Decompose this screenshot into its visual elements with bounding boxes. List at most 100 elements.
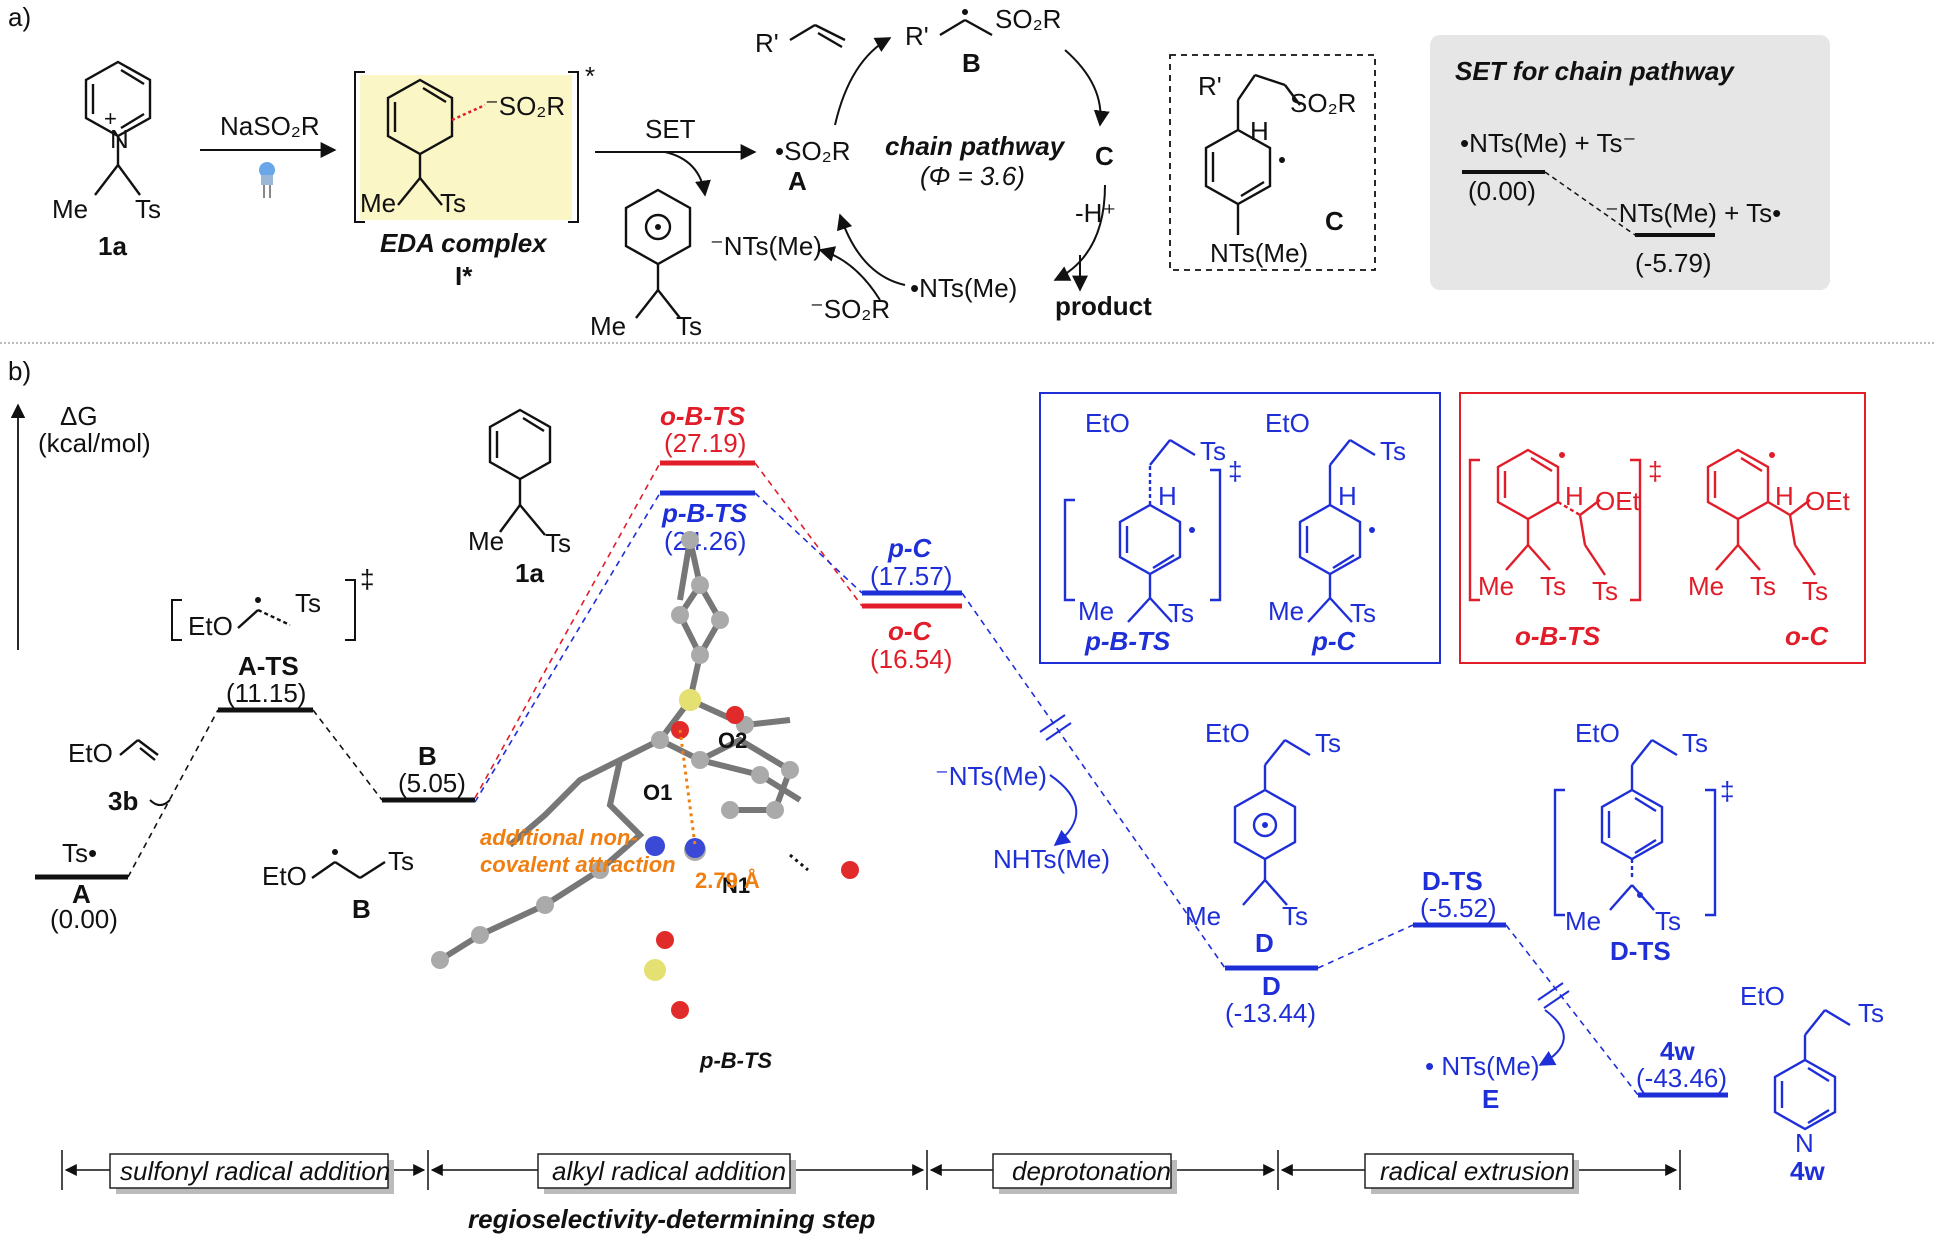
level-ATS-name: A-TS [238, 651, 299, 681]
pyr-ts: Ts [135, 194, 161, 224]
pBTS-structure [1063, 438, 1222, 623]
break-mark-2 [1537, 982, 1570, 1009]
break-mark-1 [1039, 714, 1072, 741]
pBTS-h: H [1158, 481, 1177, 511]
oBTS-oet: OEt [1595, 486, 1641, 516]
oC-ts2: Ts [1802, 576, 1828, 606]
D-dot [1262, 822, 1268, 828]
reagent-3b-arrow [149, 799, 171, 806]
D-ts2: Ts [1282, 901, 1308, 931]
D-me: Me [1185, 901, 1221, 931]
E-name: E [1482, 1084, 1499, 1114]
level-4w-name: 4w [1660, 1036, 1695, 1066]
conn-A-ATS [127, 709, 219, 878]
extrusion-arrow [1538, 1009, 1565, 1066]
radical-B-eto: EtO [262, 861, 307, 891]
level-D-value: (-13.44) [1225, 998, 1316, 1028]
oBTS-name: o-B-TS [1515, 621, 1601, 651]
DTS-dagger: ‡ [1720, 776, 1734, 806]
pBTS-dagger: ‡ [1228, 456, 1242, 486]
pyr-me: Me [52, 194, 88, 224]
ats-bracket-right [345, 579, 356, 641]
product-label: product [1055, 291, 1152, 321]
stage-bar [61, 1150, 1681, 1190]
stage-label-3: deprotonation [1012, 1156, 1171, 1186]
alkene-r: R' [755, 28, 779, 58]
set-box-right-val: (-5.79) [1635, 248, 1712, 278]
vinyl-ether-eto: EtO [68, 738, 113, 768]
ts-geometry-model [431, 531, 859, 1019]
noncovalent-label-2: covalent attraction [480, 852, 676, 877]
pyridinyl-dot [655, 224, 661, 230]
pBTS-eto: EtO [1085, 408, 1130, 438]
reagent-3b: 3b [108, 786, 138, 816]
stage-box-1 [109, 1153, 389, 1189]
vinyl-ether-structure [119, 739, 159, 761]
radical-B-structure [939, 18, 993, 37]
DTS-ts2: Ts [1655, 906, 1681, 936]
forming-bond-line [789, 853, 809, 872]
pyr-name-1a: 1a [98, 231, 127, 261]
level-B-value: (5.05) [398, 768, 466, 798]
level-oC-value: (16.54) [870, 644, 952, 674]
eda-name: I* [455, 261, 473, 291]
ats-structure [237, 608, 291, 629]
pyr-n: N [110, 124, 129, 154]
distance-label: 2.79 Å [695, 867, 760, 893]
D-eto: EtO [1205, 718, 1250, 748]
pyridinium-1a-structure [84, 60, 152, 196]
ortho-structures-box [1459, 392, 1866, 664]
ats-eto: EtO [188, 611, 233, 641]
w4-n: N [1795, 1128, 1814, 1158]
level-oBTS-value: (27.19) [664, 428, 746, 458]
eda-complex-box [360, 75, 572, 220]
panel-a-label: a) [8, 2, 31, 32]
oC-ts: Ts [1750, 571, 1776, 601]
conn-ATS-B [312, 709, 383, 801]
DTS-ts: Ts [1682, 728, 1708, 758]
w4-structure [1773, 1008, 1851, 1131]
oBTS-ts2: Ts [1592, 576, 1618, 606]
D-ts: Ts [1315, 728, 1341, 758]
radical-B-so2r: SO₂R [995, 4, 1061, 34]
pC-name: p-C [1311, 626, 1357, 656]
level-D-name: D [1262, 971, 1281, 1001]
cycle-arrow-bottom-left [836, 213, 906, 286]
C-box-name: C [1325, 206, 1344, 236]
pBTS-ts2: Ts [1168, 598, 1194, 628]
eda-star: * [585, 61, 595, 91]
reagent-label: NaSO₂R [220, 111, 320, 141]
nts-anion: ⁻NTs(Me) [710, 231, 822, 261]
radical-B-chain [311, 860, 386, 880]
level-oBTS-name: o-B-TS [660, 401, 746, 431]
radical-B-ts-b: Ts [388, 846, 414, 876]
eda-title: EDA complex [380, 228, 548, 258]
level-pBTS-name: p-B-TS [661, 498, 748, 528]
cycle-arrow-anion [818, 246, 881, 301]
eda-bracket-right [568, 71, 579, 223]
set-chain-box [1430, 35, 1830, 290]
pC-me: Me [1268, 596, 1304, 626]
eda-ts: Ts [440, 188, 466, 218]
intermediate-C-structure [1204, 73, 1301, 235]
n1-label: N1 [722, 873, 750, 898]
led-icon [259, 162, 275, 198]
pC-h: H [1338, 481, 1357, 511]
level-A-value: (0.00) [50, 904, 118, 934]
pBTS-me: Me [1078, 596, 1114, 626]
set-curved-arrow [664, 151, 711, 197]
set-box-title: SET for chain pathway [1455, 56, 1735, 86]
oBTS-dot [1559, 452, 1565, 458]
ts-radical: Ts• [62, 838, 97, 868]
radical-B-dot-b [332, 849, 338, 855]
pC-dot [1369, 527, 1375, 533]
ats-bracket-left [171, 599, 182, 641]
pC-eto: EtO [1265, 408, 1310, 438]
ats-dagger: ‡ [360, 564, 374, 594]
pyr-1a-name: 1a [515, 558, 544, 588]
radical-A-name: A [788, 166, 807, 196]
y-axis-symbol: ΔG [60, 401, 98, 431]
pC-structure [1298, 438, 1376, 623]
noncovalent-distance-line [678, 729, 697, 846]
level-pC-name: p-C [887, 533, 933, 563]
